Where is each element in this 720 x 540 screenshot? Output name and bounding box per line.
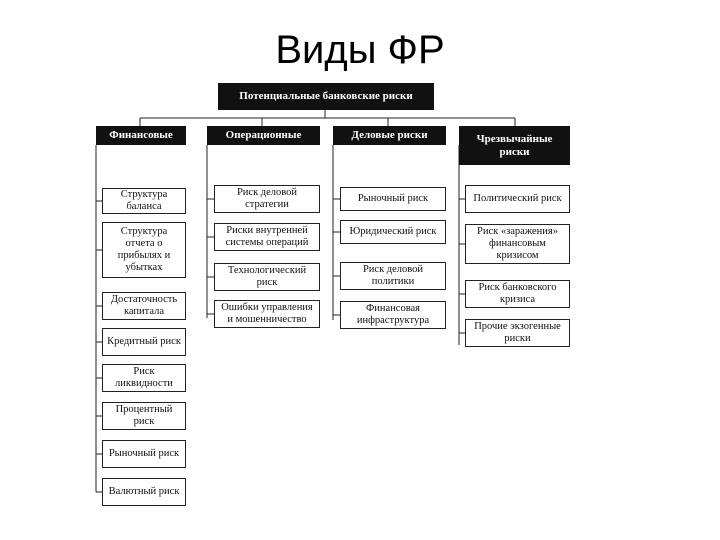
operational-item-internal-systems: Риски внутренней системы операций	[214, 223, 320, 251]
slide-title: Виды ФР	[275, 28, 445, 72]
financial-item-currency-risk: Валютный риск	[102, 478, 186, 506]
business-item-legal-risk: Юридический риск	[340, 220, 446, 244]
operational-item-strategy-risk: Риск деловой стратегии	[214, 185, 320, 213]
column-header-operational: Операционные	[207, 126, 320, 145]
extraordinary-item-other-exogenous: Прочие экзогенные риски	[465, 319, 570, 347]
business-item-policy-risk: Риск деловой политики	[340, 262, 446, 290]
column-header-business: Деловые риски	[333, 126, 446, 145]
financial-item-credit-risk: Кредитный риск	[102, 328, 186, 356]
business-item-market-risk: Рыночный риск	[340, 187, 446, 211]
column-header-extraordinary: Чрезвычайные риски	[459, 126, 570, 165]
financial-item-interest-risk: Процентный риск	[102, 402, 186, 430]
column-header-financial: Финансовые	[96, 126, 186, 145]
root-node: Потенциальные банковские риски	[218, 83, 434, 110]
financial-item-liquidity-risk: Риск ликвидности	[102, 364, 186, 392]
financial-item-capital-adequacy: Достаточность капитала	[102, 292, 186, 320]
extraordinary-item-contagion-risk: Риск «заражения» финансовым кризисом	[465, 224, 570, 264]
business-item-financial-infrastructure: Финансовая инфраструктура	[340, 301, 446, 329]
operational-item-technology-risk: Технологический риск	[214, 263, 320, 291]
financial-item-balance-structure: Структура баланса	[102, 188, 186, 214]
financial-item-market-risk: Рыночный риск	[102, 440, 186, 468]
extraordinary-item-political-risk: Политический риск	[465, 185, 570, 213]
extraordinary-item-banking-crisis: Риск банковского кризиса	[465, 280, 570, 308]
financial-item-income-statement: Структура отчета о прибылях и убытках	[102, 222, 186, 278]
operational-item-management-fraud: Ошибки управления и мошенничество	[214, 300, 320, 328]
